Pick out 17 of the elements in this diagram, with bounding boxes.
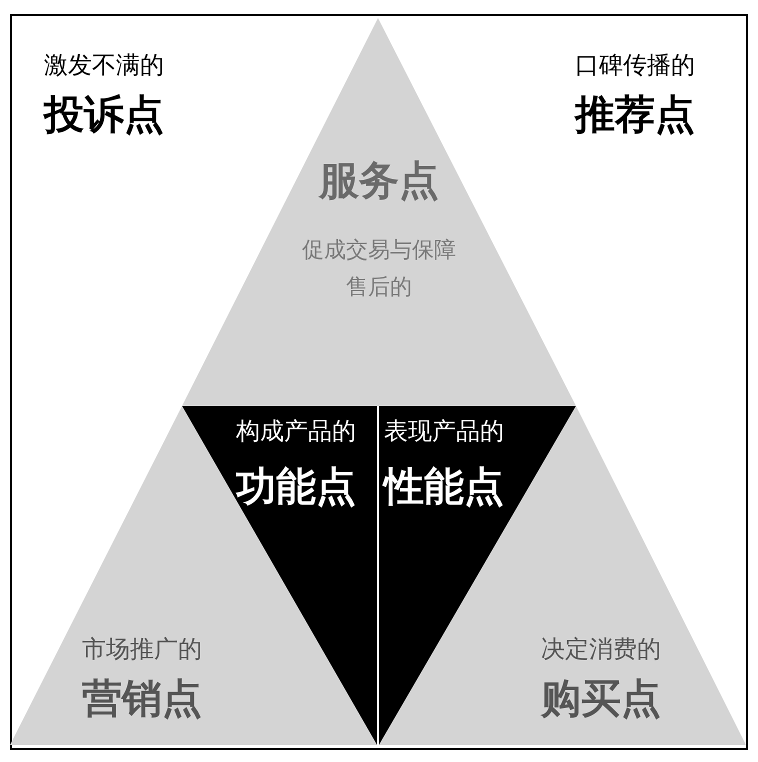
title-text: 功能点: [236, 464, 356, 510]
title-text: 服务点: [317, 158, 440, 204]
title-text: 营销点: [82, 676, 202, 722]
title-text: 性能点: [384, 464, 504, 510]
purchase-triangle: [379, 406, 746, 746]
heading-text: 投诉点: [44, 92, 164, 138]
description-text: 促成交易与保障售后的: [301, 237, 457, 302]
service-triangle: [182, 18, 576, 406]
subtitle-text: 构成产品的: [236, 418, 356, 446]
title-text: 购买点: [541, 676, 661, 722]
subtitle-text: 市场推广的: [82, 636, 202, 664]
subtitle-text: 决定消费的: [541, 636, 661, 664]
caption-text: 口碑传播的: [575, 52, 695, 80]
subtitle-text: 表现产品的: [384, 418, 504, 446]
caption-text: 激发不满的: [44, 52, 164, 80]
heading-text: 推荐点: [575, 92, 695, 138]
marketing-triangle: [10, 406, 378, 746]
